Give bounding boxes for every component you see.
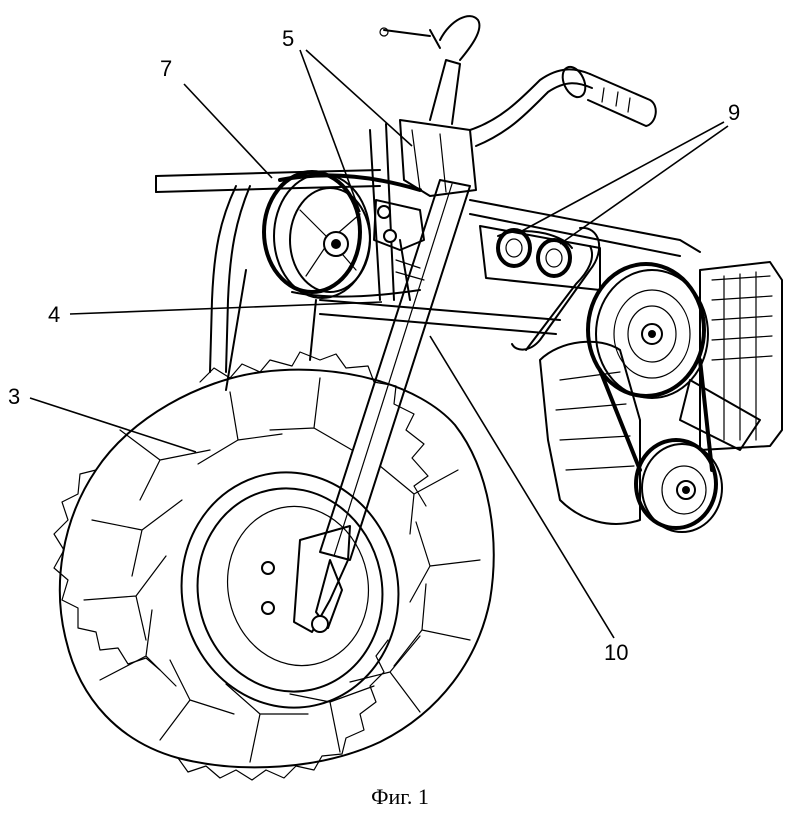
reference-labels: 3 4 5 7 9 10 xyxy=(8,26,740,665)
brake-assembly xyxy=(373,199,425,301)
leader-lines xyxy=(29,49,729,639)
frame xyxy=(155,123,701,391)
idler-pulleys xyxy=(479,225,601,291)
label-4: 4 xyxy=(48,302,60,327)
label-5: 5 xyxy=(282,26,294,51)
label-9: 9 xyxy=(728,100,740,125)
leader-10 xyxy=(429,335,615,639)
label-3: 3 xyxy=(8,384,20,409)
leader-7 xyxy=(183,83,273,179)
leader-9a xyxy=(519,121,725,233)
front-tire xyxy=(53,351,495,781)
front-fork xyxy=(293,119,477,633)
leader-4 xyxy=(69,301,383,315)
figure-caption: Фиг. 1 xyxy=(371,784,429,809)
engine-pulley xyxy=(586,262,723,533)
left-pulley xyxy=(262,170,422,299)
leader-5b xyxy=(305,49,413,147)
label-10: 10 xyxy=(604,640,628,665)
leader-5a xyxy=(299,49,361,213)
leader-3 xyxy=(29,397,197,453)
label-7: 7 xyxy=(160,56,172,81)
leader-9b xyxy=(559,125,729,245)
handlebar xyxy=(379,15,657,147)
